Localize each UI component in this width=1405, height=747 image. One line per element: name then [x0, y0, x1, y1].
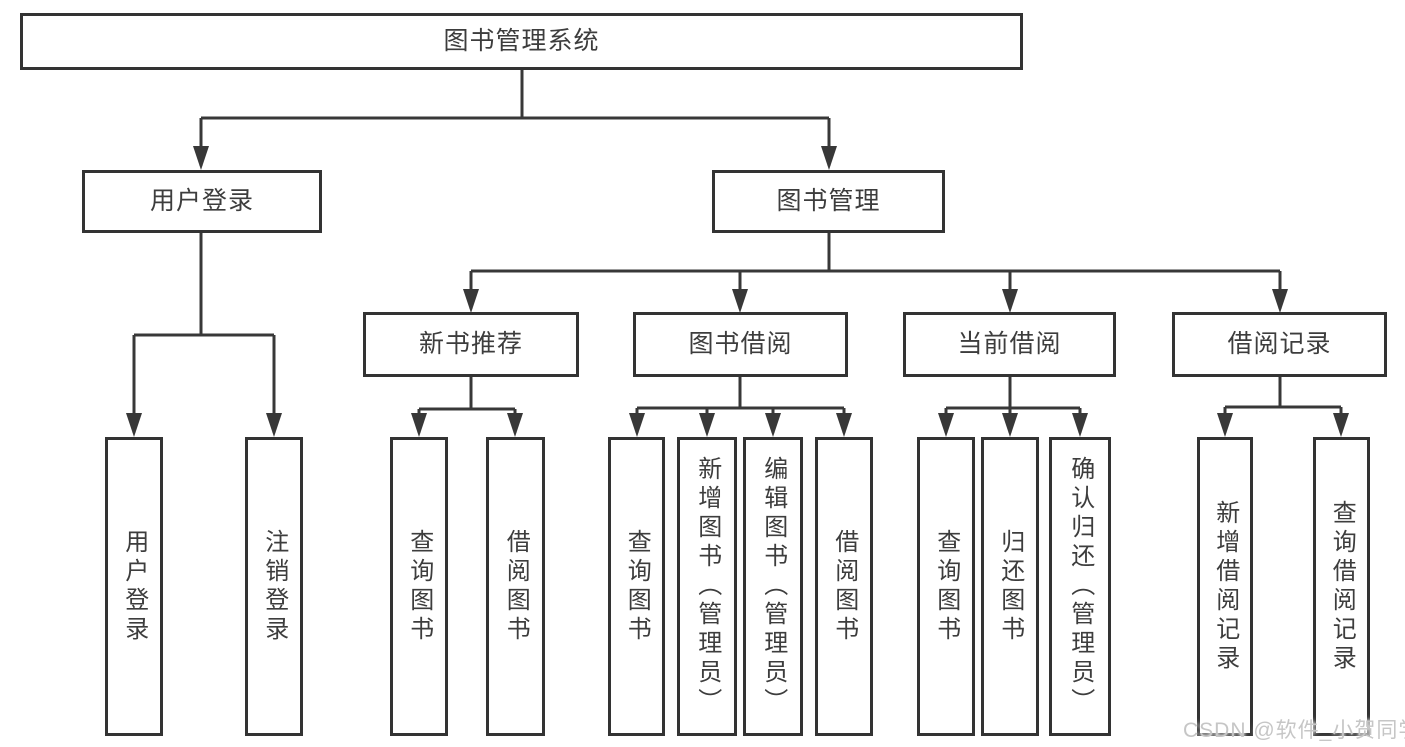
node-new-book-recommend: 新书推荐 [363, 312, 579, 377]
arrowhead [193, 146, 209, 170]
node-bb-borrow-books: 借阅图书 [815, 437, 873, 736]
node-nb-borrow-books-label: 借阅图书 [502, 528, 530, 645]
node-current-borrow: 当前借阅 [903, 312, 1116, 377]
arrowhead [1217, 413, 1233, 437]
connector-book-management-to-level3 [469, 233, 1282, 309]
arrowhead [938, 413, 954, 437]
node-do-login: 用户登录 [105, 437, 163, 736]
node-borrow-records-label: 借阅记录 [1227, 330, 1332, 358]
arrowhead [266, 413, 282, 437]
node-br-query-record-label: 查询借阅记录 [1328, 499, 1356, 674]
node-user-login-label: 用户登录 [149, 187, 254, 215]
arrowhead [1002, 289, 1018, 313]
connector-user-login-to-children [132, 233, 276, 433]
arrowhead [1072, 413, 1088, 437]
arrowhead [629, 413, 645, 437]
node-root: 图书管理系统 [20, 13, 1023, 70]
node-br-add-record-label: 新增借阅记录 [1211, 499, 1239, 674]
connector-root-to-level2 [199, 70, 831, 166]
connector-new-book-to-children [417, 377, 517, 433]
node-current-borrow-label: 当前借阅 [957, 330, 1062, 358]
csdn-watermark: CSDN @软件_小贺同学 [1183, 719, 1405, 742]
node-nb-query-books-label: 查询图书 [405, 528, 433, 645]
node-logout-label: 注销登录 [260, 528, 288, 645]
connector-book-borrow-to-children [635, 377, 846, 433]
node-bb-edit-books-admin-label: 编辑图书（管理员） [759, 456, 787, 717]
node-cb-query-books-label: 查询图书 [932, 528, 960, 645]
arrowhead [1333, 413, 1349, 437]
arrowhead [1272, 289, 1288, 313]
node-cb-return-books: 归还图书 [981, 437, 1039, 736]
node-book-borrow: 图书借阅 [633, 312, 848, 377]
node-bb-query-books-label: 查询图书 [623, 528, 651, 645]
node-user-login: 用户登录 [82, 170, 322, 233]
node-br-query-record: 查询借阅记录 [1313, 437, 1370, 736]
arrowhead [836, 413, 852, 437]
node-bb-add-books-admin-label: 新增图书（管理员） [693, 456, 721, 717]
node-book-borrow-label: 图书借阅 [688, 330, 793, 358]
node-cb-query-books: 查询图书 [917, 437, 975, 736]
arrowhead [507, 413, 523, 437]
node-cb-return-books-label: 归还图书 [996, 528, 1024, 645]
node-book-management-label: 图书管理 [776, 187, 881, 215]
node-bb-query-books: 查询图书 [608, 437, 665, 736]
arrowhead [699, 413, 715, 437]
node-do-login-label: 用户登录 [120, 528, 148, 645]
arrowhead [765, 413, 781, 437]
arrowhead [1002, 413, 1018, 437]
node-nb-query-books: 查询图书 [390, 437, 448, 736]
node-nb-borrow-books: 借阅图书 [486, 437, 545, 736]
node-br-add-record: 新增借阅记录 [1197, 437, 1253, 736]
node-logout: 注销登录 [245, 437, 303, 736]
arrowhead [732, 289, 748, 313]
arrowhead [411, 413, 427, 437]
connector-records-to-children [1223, 377, 1343, 433]
arrowhead [463, 289, 479, 313]
node-cb-confirm-return-admin: 确认归还（管理员） [1049, 437, 1111, 736]
arrowhead [126, 413, 142, 437]
node-cb-confirm-return-admin-label: 确认归还（管理员） [1066, 456, 1094, 717]
arrowhead [821, 146, 837, 170]
node-bb-borrow-books-label: 借阅图书 [830, 528, 858, 645]
node-bb-add-books-admin: 新增图书（管理员） [677, 437, 737, 736]
node-bb-edit-books-admin: 编辑图书（管理员） [743, 437, 803, 736]
node-borrow-records: 借阅记录 [1172, 312, 1387, 377]
node-book-management: 图书管理 [712, 170, 945, 233]
node-root-label: 图书管理系统 [443, 27, 600, 55]
node-new-book-recommend-label: 新书推荐 [418, 330, 523, 358]
